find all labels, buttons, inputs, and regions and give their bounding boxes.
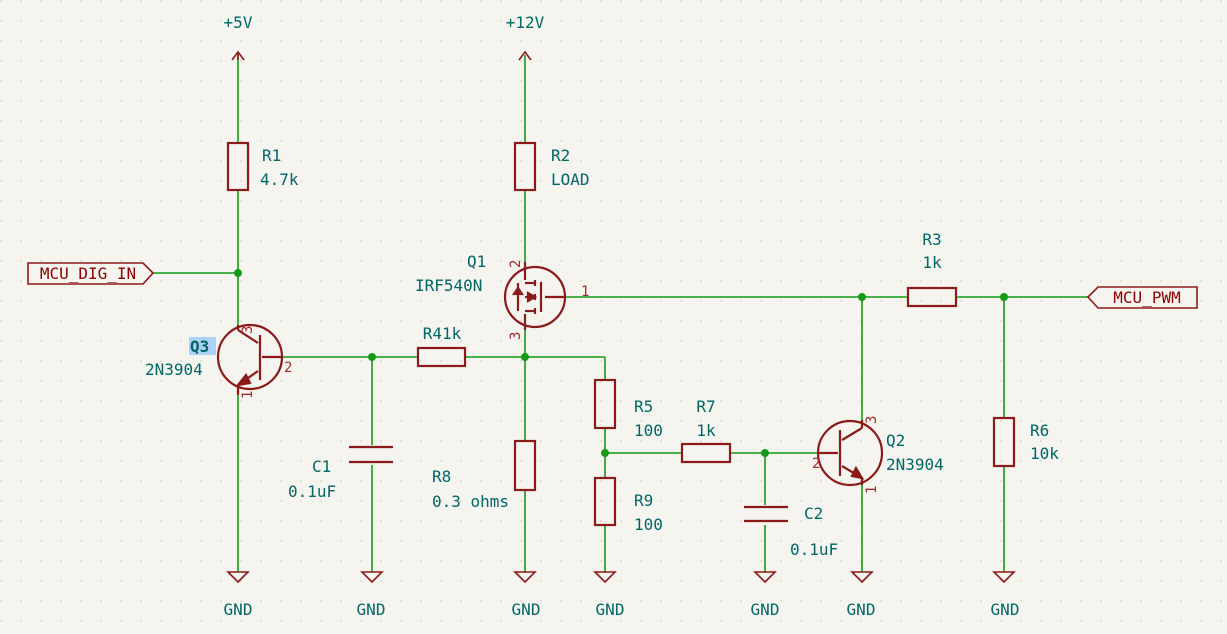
resistor-r2[interactable]: R2 LOAD [513,141,590,192]
q1-value: IRF540N [415,276,482,295]
r1-value: 4.7k [260,170,299,189]
mcu-dig-in-text: MCU_DIG_IN [40,264,136,283]
r2-ref: R2 [551,146,570,165]
q3-ref: Q3 [190,337,209,356]
r7-ref: R7 [696,397,715,416]
label-mcu-pwm[interactable]: MCU_PWM [1086,286,1198,309]
resistor-r4[interactable]: R41k [416,324,467,368]
gnd-label: GND [751,600,780,619]
q2-pin-3: 3 [864,416,880,424]
r5-ref: R5 [634,397,653,416]
gnd-label: GND [357,600,386,619]
resistor-r8[interactable]: R8 0.3 ohms [432,439,537,511]
transistor-q2[interactable]: 2 3 1 Q2 2N3904 [812,416,944,494]
q1-ref: Q1 [467,252,486,271]
q2-pin-1: 1 [864,486,880,494]
resistor-r7[interactable]: R7 1k [680,397,732,464]
q3-pin-2: 2 [284,360,292,376]
gnd-c2[interactable]: GND [751,571,780,619]
r2-value: LOAD [551,170,590,189]
resistor-r1[interactable]: R1 4.7k [226,141,299,192]
q1-pin-2: 2 [508,260,524,268]
gnd-r8[interactable]: GND [512,571,541,619]
power-5v-label: +5V [224,13,253,32]
q3-pin-3: 3 [240,326,256,334]
r7-value: 1k [696,421,716,440]
c1-value: 0.1uF [288,482,336,501]
r3-ref: R3 [922,230,941,249]
gnd-r9[interactable]: GND [593,571,625,619]
r6-value: 10k [1030,444,1059,463]
resistor-r3[interactable]: R3 1k [906,230,958,308]
transistor-q3[interactable]: 2 3 1 Q3 2N3904 [145,323,292,399]
capacitor-c2[interactable]: C2 0.1uF [744,504,838,559]
r8-value: 0.3 ohms [432,492,509,511]
gnd-label: GND [991,600,1020,619]
gnd-r6[interactable]: GND [991,571,1020,619]
gnd-c1[interactable]: GND [357,571,386,619]
gnd-label: GND [512,600,541,619]
power-12v-label: +12V [506,13,545,32]
q3-value: 2N3904 [145,360,203,379]
power-12v[interactable]: +12V [506,13,545,61]
c2-ref: C2 [804,504,823,523]
gnd-q3[interactable]: GND [224,571,253,619]
power-5v[interactable]: +5V [224,13,253,61]
label-mcu-dig-in[interactable]: MCU_DIG_IN [27,262,155,285]
r1-ref: R1 [262,146,281,165]
gnd-label: GND [847,600,876,619]
transistor-q1[interactable]: 1 2 3 Q1 IRF540N [415,252,589,340]
q3-selection-highlight [189,337,216,355]
gnd-label: GND [596,600,625,619]
gnd-q2[interactable]: GND [847,571,876,619]
r9-value: 100 [634,515,663,534]
q2-value: 2N3904 [886,455,944,474]
junctions [234,269,1008,457]
c2-value: 0.1uF [790,540,838,559]
c1-ref: C1 [312,457,331,476]
q2-ref: Q2 [886,431,905,450]
resistor-r5[interactable]: R5 100 [593,378,663,440]
gnd-label: GND [224,600,253,619]
r3-value: 1k [922,253,942,272]
q2-pin-2: 2 [812,456,820,472]
capacitor-c1[interactable]: C1 0.1uF [288,445,393,501]
r5-value: 100 [634,421,663,440]
q1-pin-1: 1 [581,284,589,300]
r9-ref: R9 [634,491,653,510]
q3-pin-1: 1 [240,391,256,399]
r6-ref: R6 [1030,421,1049,440]
q1-pin-3: 3 [508,332,524,340]
mcu-pwm-text: MCU_PWM [1113,288,1180,307]
r4-ref: R41k [423,324,462,343]
r8-ref: R8 [432,467,451,486]
resistor-r9[interactable]: R9 100 [593,476,663,534]
resistor-r6[interactable]: R6 10k [992,416,1059,468]
